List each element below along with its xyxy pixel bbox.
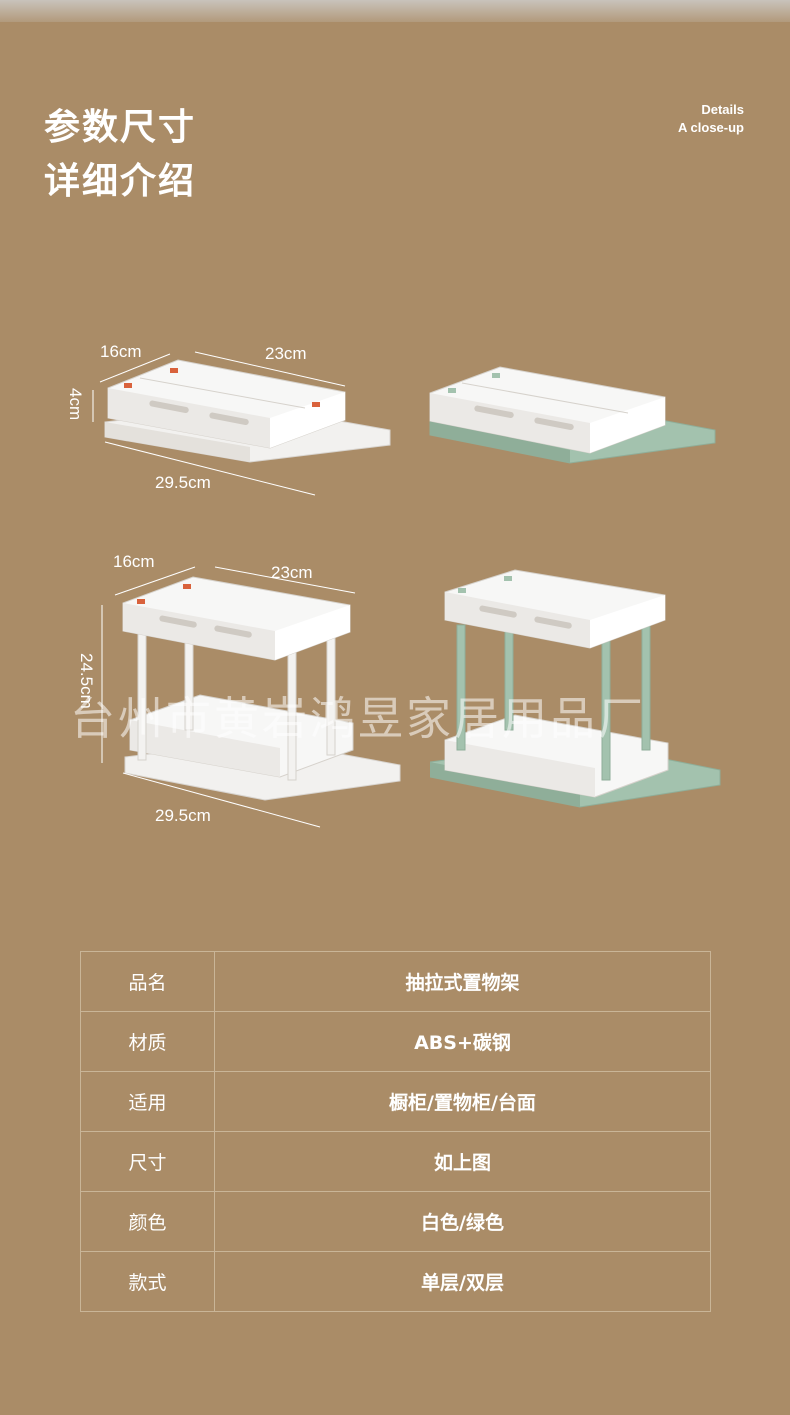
table-row: 品名 抽拉式置物架 [80,951,711,1012]
spec-key: 适用 [80,1071,215,1132]
table-row: 尺寸 如上图 [80,1131,711,1192]
spec-key: 颜色 [80,1191,215,1252]
page-title-line2: 详细介绍 [44,161,197,202]
subtitle-details: Details [701,102,744,117]
double-depth-label: 16cm [113,552,155,571]
table-row: 材质 ABS+碳钢 [80,1011,711,1072]
spec-key: 品名 [80,951,215,1012]
spec-value: 单层/双层 [214,1251,711,1312]
subtitle-close-up: A close-up [678,120,744,135]
spec-key: 材质 [80,1011,215,1072]
spec-value: 橱柜/置物柜/台面 [214,1071,711,1132]
single-green-rack-figure [429,366,716,464]
double-white-rack-figure: 16cm 23cm 24.5cm 29.5cm [77,552,401,828]
double-green-rack-figure [430,569,721,808]
page-title-line1: 参数尺寸 [44,107,197,148]
top-photo-strip [0,0,790,22]
table-row: 颜色 白色/绿色 [80,1191,711,1252]
single-depth-label: 16cm [100,342,142,361]
double-width-label: 23cm [271,563,313,582]
spec-table: 品名 抽拉式置物架 材质 ABS+碳钢 适用 橱柜/置物柜/台面 尺寸 如上图 … [80,951,711,1312]
table-row: 适用 橱柜/置物柜/台面 [80,1071,711,1132]
double-height-label: 24.5cm [77,653,96,709]
double-length-label: 29.5cm [155,806,211,825]
spec-key: 尺寸 [80,1131,215,1192]
spec-key: 款式 [80,1251,215,1312]
single-length-label: 29.5cm [155,473,211,492]
spec-value: 白色/绿色 [214,1191,711,1252]
single-white-rack-figure: 16cm 23cm 4cm 29.5cm [66,342,391,496]
spec-value: 如上图 [214,1131,711,1192]
single-width-label: 23cm [265,344,307,363]
spec-value: ABS+碳钢 [214,1011,711,1072]
table-row: 款式 单层/双层 [80,1251,711,1312]
spec-value: 抽拉式置物架 [214,951,711,1012]
watermark: 台州市黄岩鸿昱家居用品厂 [70,692,647,745]
single-height-label: 4cm [66,388,85,420]
